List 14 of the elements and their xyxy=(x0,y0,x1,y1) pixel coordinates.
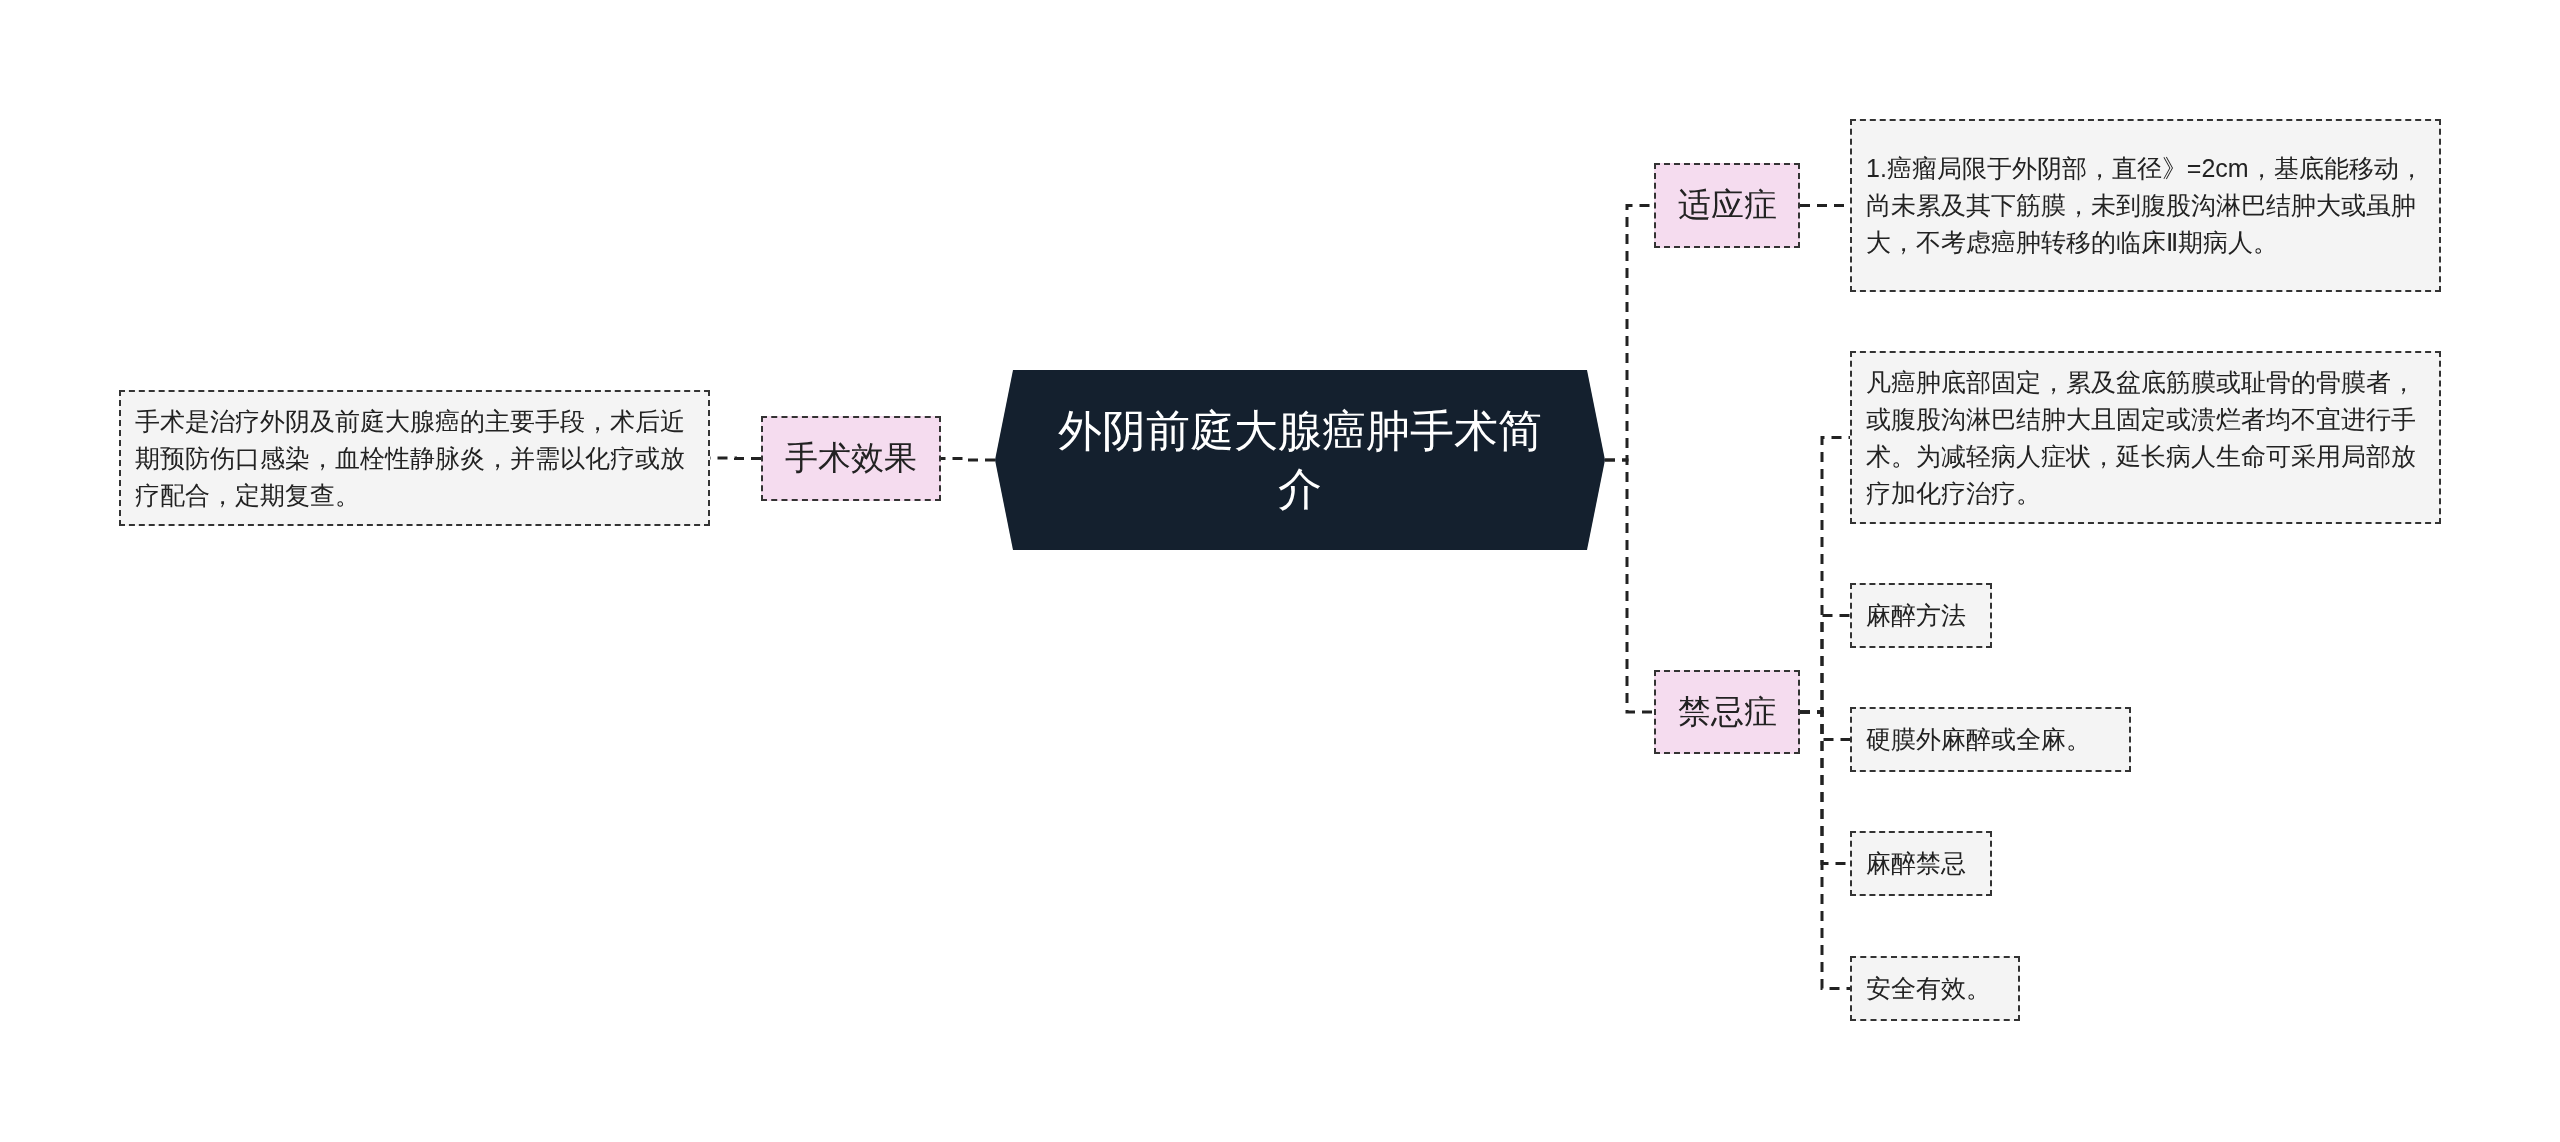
text-box: 麻醉禁忌 xyxy=(1850,831,1992,896)
text-box: 麻醉方法 xyxy=(1850,583,1992,648)
topic-box: 手术效果 xyxy=(761,416,941,501)
topic-box: 适应症 xyxy=(1654,163,1800,248)
connector-line xyxy=(1605,458,1654,714)
text-box: 手术是治疗外阴及前庭大腺癌的主要手段，术后近期预防伤口感染，血栓性静脉炎，并需以化疗或放疗配合，定期复查。 xyxy=(119,390,710,526)
topic-box: 禁忌症 xyxy=(1654,670,1800,754)
text-box: 凡癌肿底部固定，累及盆底筋膜或耻骨的骨膜者，或腹股沟淋巴结肿大且固定或溃烂者均不宜进行手术。为减轻病人症状，延长病人生命可采用局部放疗加化疗治疗。 xyxy=(1850,351,2441,524)
text-box: 1.癌瘤局限于外阴部，直径》=2cm，基底能移动，尚未累及其下筋膜，未到腹股沟淋巴结肿大或虽肿大，不考虑癌肿转移的临床Ⅱ期病人。 xyxy=(1850,119,2441,292)
central-topic-hexagon: 外阴前庭大腺癌肿手术简介 xyxy=(995,370,1605,550)
connector-line xyxy=(1800,710,1850,990)
connector-line xyxy=(941,457,995,462)
text-box: 安全有效。 xyxy=(1850,956,2020,1021)
text-box: 硬膜外麻醉或全麻。 xyxy=(1850,707,2131,772)
